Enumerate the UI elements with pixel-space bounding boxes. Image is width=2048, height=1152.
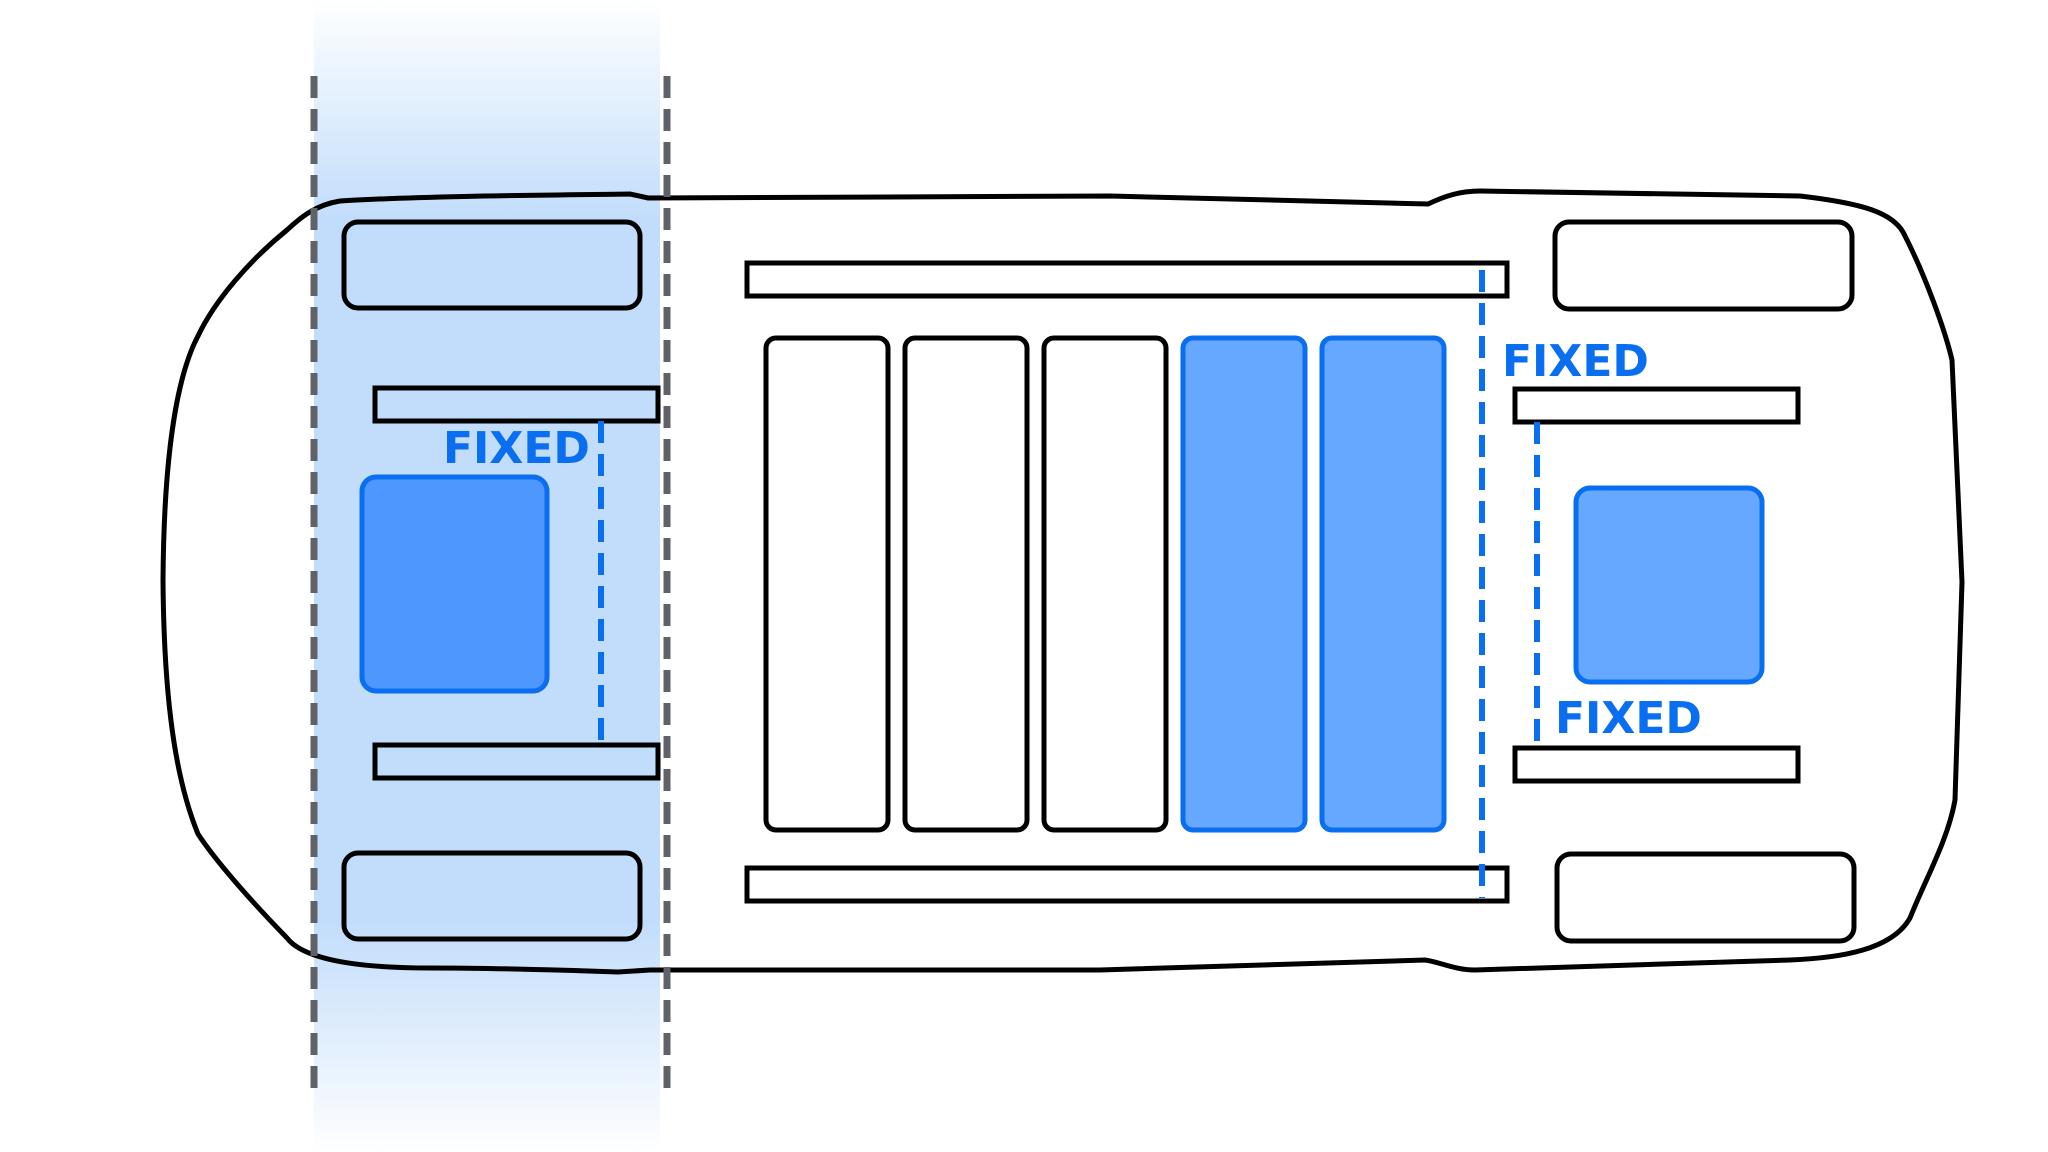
front-block bbox=[359, 474, 550, 694]
wheel-rear-bottom bbox=[1554, 851, 1857, 944]
rear-bar-bottom bbox=[1512, 745, 1801, 784]
front-fixed-label: FIXED bbox=[443, 423, 590, 474]
rear-upper-fixed-label: FIXED bbox=[1502, 336, 1649, 387]
front-bar-bottom bbox=[372, 742, 661, 781]
slat-5-highlighted bbox=[1319, 335, 1447, 833]
rear-bar-top bbox=[1512, 386, 1801, 425]
vehicle-body-outline bbox=[160, 188, 1965, 975]
slat-1 bbox=[763, 335, 891, 833]
slat-3 bbox=[1041, 335, 1169, 833]
wheel-front-bottom bbox=[341, 850, 643, 942]
front-bar-top bbox=[372, 385, 661, 424]
rear-lower-fixed-label: FIXED bbox=[1555, 693, 1702, 744]
side-rail-top bbox=[744, 260, 1510, 299]
side-rail-bottom bbox=[744, 865, 1510, 904]
slat-2 bbox=[902, 335, 1030, 833]
slat-group bbox=[763, 335, 1447, 833]
rear-block bbox=[1573, 485, 1765, 685]
wheel-front-top bbox=[341, 219, 643, 311]
slat-4-highlighted bbox=[1180, 335, 1308, 833]
wheel-rear-top bbox=[1552, 219, 1855, 312]
